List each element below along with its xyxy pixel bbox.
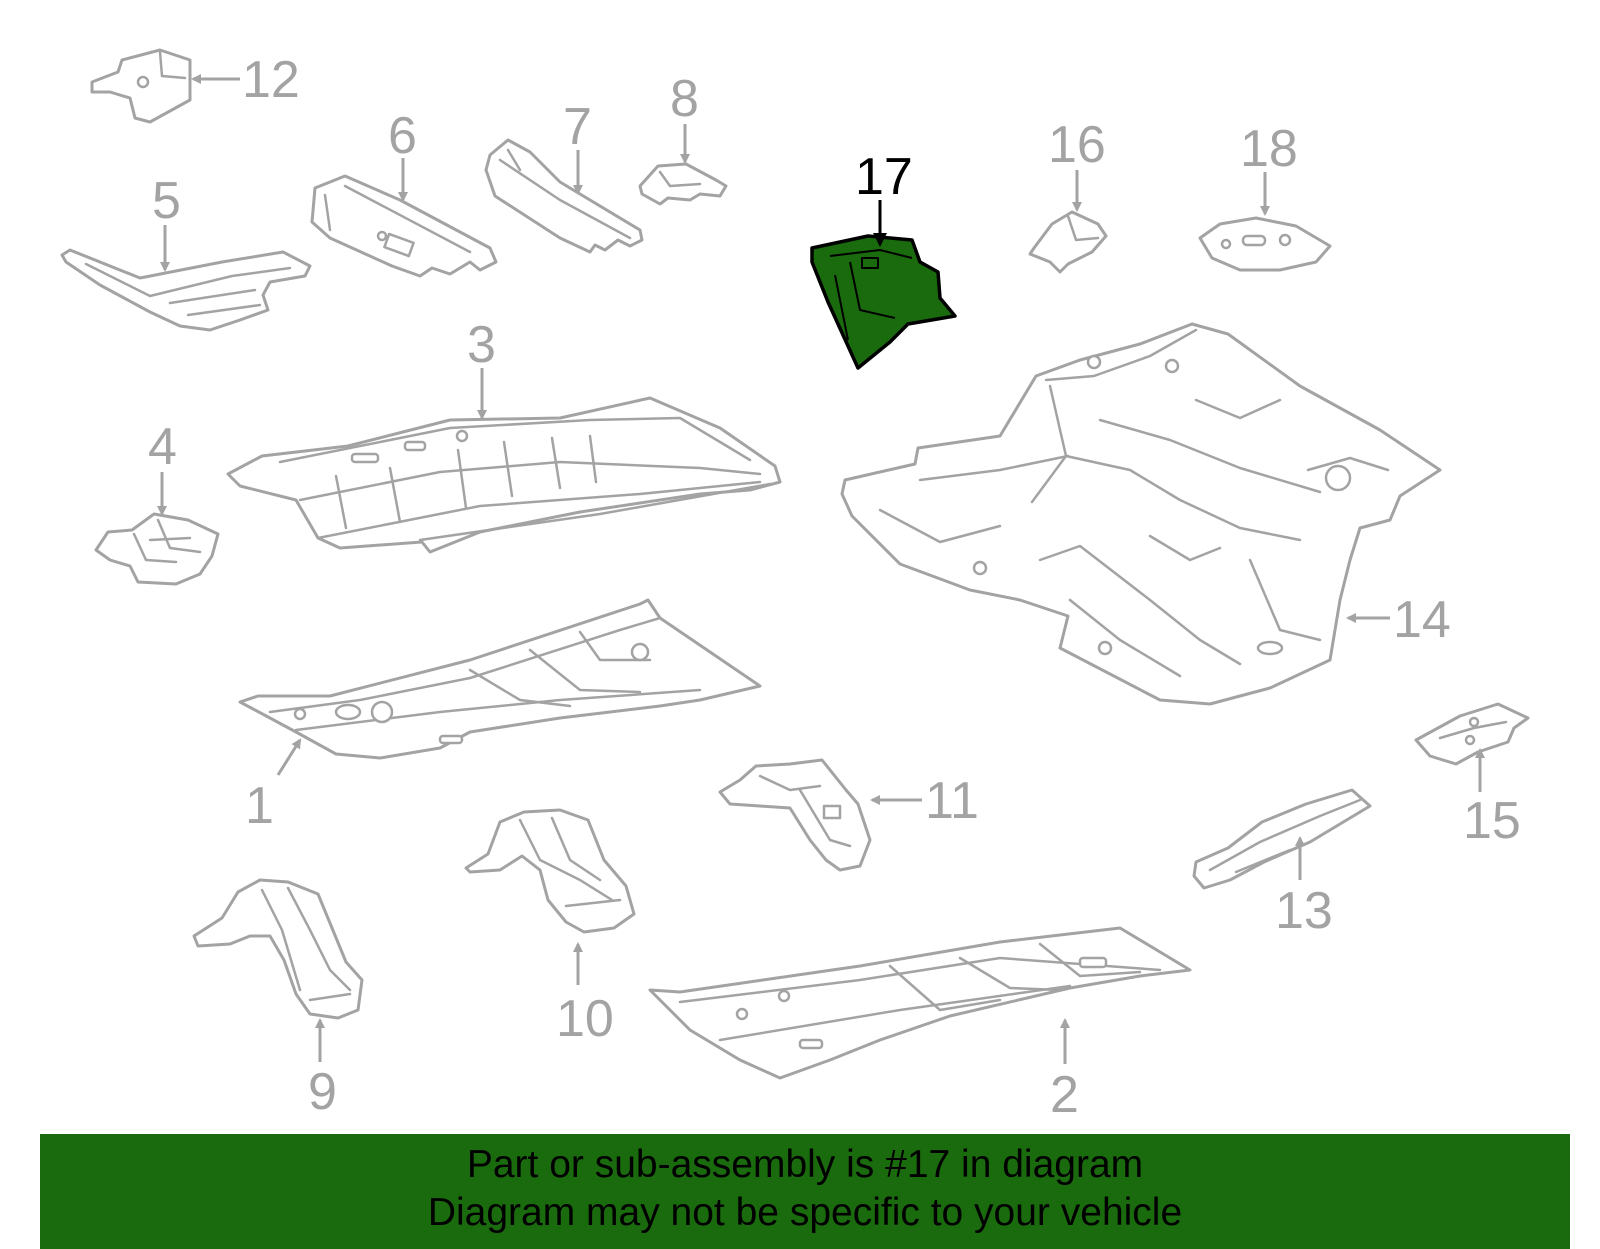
part-15[interactable] [1414, 702, 1530, 766]
callout-1: 1 [245, 777, 274, 835]
callout-14: 14 [1393, 591, 1451, 649]
callout-18: 18 [1240, 120, 1298, 178]
callout-7: 7 [563, 98, 592, 156]
banner-line-2: Diagram may not be specific to your vehi… [427, 1191, 1183, 1234]
part-12[interactable] [90, 48, 192, 124]
part-2[interactable] [648, 926, 1192, 1080]
part-10[interactable] [464, 808, 636, 934]
part-8[interactable] [638, 162, 728, 206]
callout-17: 17 [855, 148, 913, 206]
part-5[interactable] [60, 248, 312, 332]
callout-9: 9 [308, 1063, 337, 1121]
callout-15: 15 [1463, 792, 1521, 850]
info-banner: Part or sub-assembly is #17 in diagram D… [40, 1134, 1570, 1249]
part-14[interactable] [840, 322, 1442, 706]
part-1[interactable] [238, 598, 762, 760]
callout-16: 16 [1048, 116, 1106, 174]
callout-2: 2 [1050, 1066, 1079, 1124]
part-7[interactable] [484, 138, 644, 254]
callout-11: 11 [925, 772, 979, 830]
callout-3: 3 [467, 316, 496, 374]
banner-line-1: Part or sub-assembly is #17 in diagram [466, 1143, 1144, 1186]
callout-10: 10 [556, 990, 614, 1048]
part-9[interactable] [192, 878, 364, 1020]
part-4[interactable] [94, 512, 220, 586]
part-13[interactable] [1192, 788, 1372, 890]
callout-6: 6 [388, 107, 417, 165]
callout-4: 4 [148, 418, 177, 476]
part-18[interactable] [1198, 216, 1332, 272]
callout-8: 8 [670, 70, 699, 128]
callout-12: 12 [242, 51, 300, 109]
callout-13: 13 [1275, 882, 1333, 940]
part-6[interactable] [310, 174, 498, 278]
callout-5: 5 [152, 172, 181, 230]
part-17[interactable] [810, 234, 957, 370]
part-3[interactable] [226, 396, 782, 554]
part-16[interactable] [1028, 210, 1108, 274]
part-11[interactable] [718, 758, 872, 872]
